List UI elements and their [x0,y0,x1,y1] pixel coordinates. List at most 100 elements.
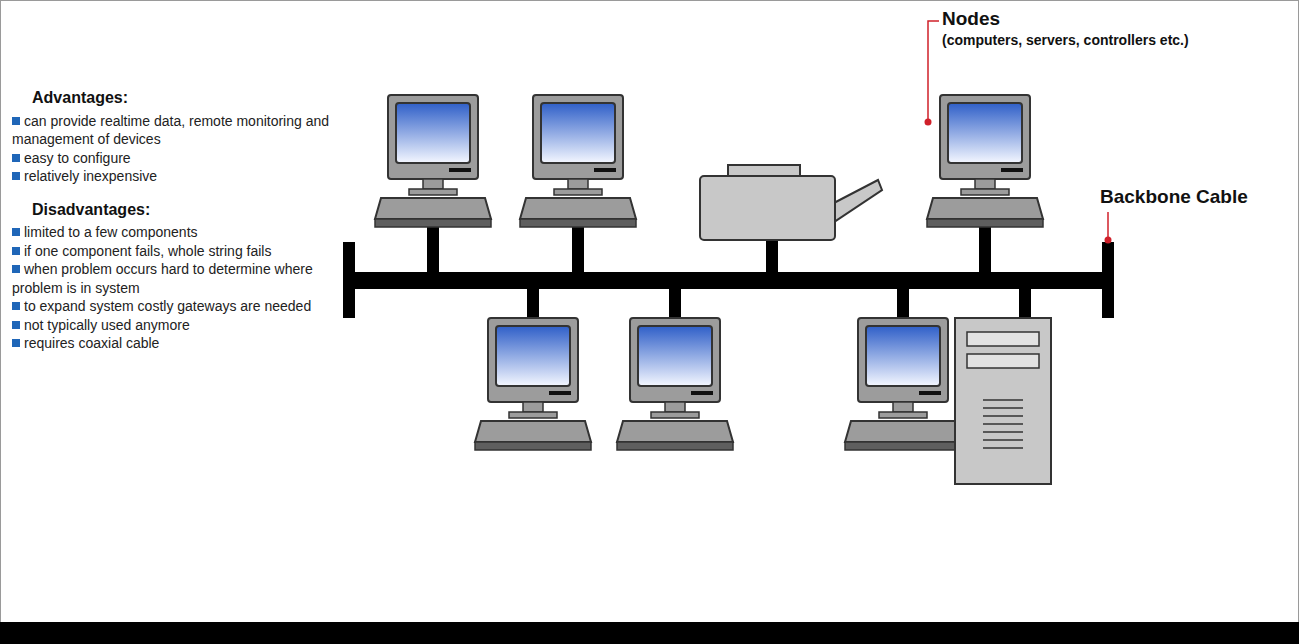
computer [927,95,1043,227]
list-text: not typically used anymore [24,317,190,333]
screen [496,326,570,386]
leader-dot [925,119,932,126]
vent-line [983,407,1023,409]
list-item: limited to a few components [12,223,330,241]
keyboard [617,421,733,442]
list-text: when problem occurs hard to determine wh… [12,261,313,295]
vent-line [983,399,1023,401]
drop-cable [1019,288,1031,320]
bullet-square [12,265,20,273]
vent-line [983,447,1023,449]
screen [396,103,470,163]
server-tower [955,318,1051,484]
bullet-square [12,339,20,347]
output-tray [830,180,882,222]
vent-line [983,439,1023,441]
list-item: when problem occurs hard to determine wh… [12,260,330,297]
keyboard-edge [475,442,591,450]
stand-base [554,189,602,195]
callout-label: Nodes [942,8,1000,30]
computer [617,318,733,450]
monitor [533,95,623,179]
monitor [488,318,578,402]
button-strip [691,391,713,395]
screen [541,103,615,163]
devices [375,95,1051,484]
keyboard-edge [375,219,491,227]
stand-base [961,189,1009,195]
screen [866,326,940,386]
leader-lines [925,21,1112,244]
monitor [630,318,720,402]
bullet-square [12,321,20,329]
drive-bay [967,332,1039,346]
stand [423,179,443,189]
bottom-bar [0,622,1299,644]
computer [375,95,491,227]
drop-cable [669,288,681,320]
list-text: if one component fails, whole string fai… [24,243,271,259]
list-item: if one component fails, whole string fai… [12,242,330,260]
printer-body [700,176,835,240]
list-item: can provide realtime data, remote monito… [12,112,330,149]
drop-cable [897,288,909,320]
keyboard-edge [520,219,636,227]
button-strip [549,391,571,395]
stand [975,179,995,189]
list-text: easy to configure [24,150,131,166]
button-strip [1001,168,1023,172]
list-text: requires coaxial cable [24,335,159,351]
computer [475,318,591,450]
keyboard-edge [927,219,1043,227]
callout-label: Backbone Cable [1100,186,1248,208]
computer [845,318,961,450]
computer [520,95,636,227]
stand-base [879,412,927,418]
monitor [858,318,948,402]
button-strip [594,168,616,172]
bullet-square [12,302,20,310]
drop-cable [572,225,584,273]
list-heading: Advantages: [32,88,330,109]
keyboard-edge [617,442,733,450]
vent-line [983,423,1023,425]
terminator [343,242,355,318]
stand [568,179,588,189]
bullet-square [12,247,20,255]
list-text: can provide realtime data, remote monito… [12,113,329,147]
callout-note: (computers, servers, controllers etc.) [942,32,1189,48]
printer [700,165,882,240]
keyboard [375,198,491,219]
keyboard [475,421,591,442]
leader-dot [1105,237,1112,244]
keyboard-edge [845,442,961,450]
list-text: relatively inexpensive [24,168,157,184]
stand [665,402,685,412]
leader-line [928,21,939,121]
frame [1,1,1299,623]
bullet-square [12,117,20,125]
drop-cable [427,225,439,273]
list-item: not typically used anymore [12,316,330,334]
list-item: relatively inexpensive [12,167,330,185]
stand [523,402,543,412]
keyboard [927,198,1043,219]
terminator [1102,242,1114,318]
vent-line [983,431,1023,433]
button-strip [449,168,471,172]
bus-line [345,272,1112,289]
list-item: easy to configure [12,149,330,167]
list-item: requires coaxial cable [12,334,330,352]
screen [638,326,712,386]
stand-base [651,412,699,418]
keyboard [520,198,636,219]
keyboard [845,421,961,442]
screen [948,103,1022,163]
tower-case [955,318,1051,484]
monitor [940,95,1030,179]
bullet-square [12,154,20,162]
stand-base [509,412,557,418]
list-text: limited to a few components [24,224,198,240]
